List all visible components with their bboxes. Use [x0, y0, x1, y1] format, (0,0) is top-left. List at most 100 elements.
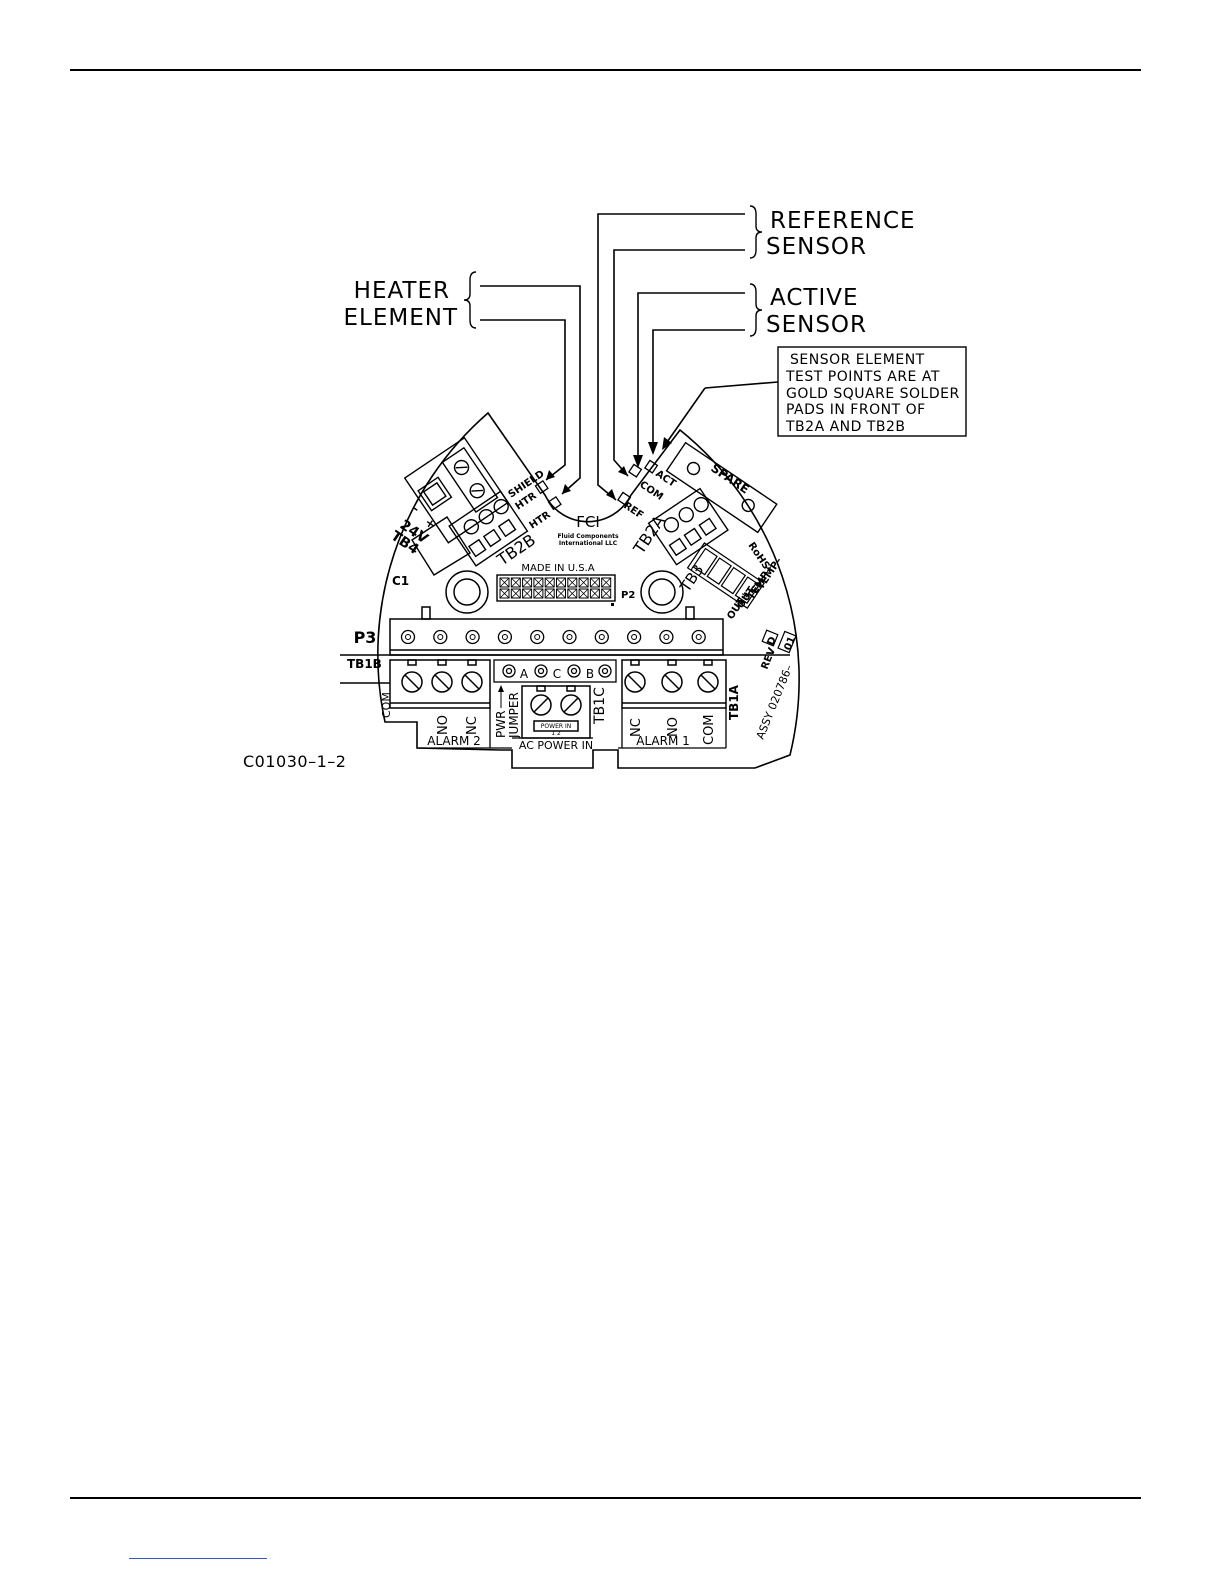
- p2-pin: [499, 588, 510, 599]
- tb1a-label: TB1A: [727, 684, 741, 720]
- reference-brace: [749, 205, 763, 259]
- p2-pin: [567, 577, 578, 588]
- alarm1-title: ALARM 1: [636, 734, 690, 748]
- jumper-letter: C: [553, 667, 561, 681]
- jumper-strip: [493, 659, 617, 683]
- power-in-nums: 1 2: [551, 730, 561, 737]
- p2-pin: [578, 577, 589, 588]
- tb3-pin-labels: TEMP–TEMP+OUT–OUT+: [725, 556, 784, 622]
- act-label: ACT: [653, 468, 677, 489]
- note-line-5: TB2A AND TB2B: [785, 419, 906, 435]
- p2-pin: [533, 588, 544, 599]
- alarm1-nc: NC: [629, 718, 644, 737]
- tb1c-label: TB1C: [592, 687, 608, 725]
- p2-header: [496, 574, 616, 602]
- reference-leader-2: [613, 249, 745, 477]
- p2-pin: [533, 577, 544, 588]
- note-line-4: PADS IN FRONT OF: [786, 402, 926, 418]
- alarm2-title: ALARM 2: [427, 734, 481, 748]
- p3-screw: [433, 629, 448, 645]
- reference-label-line2: SENSOR: [766, 234, 867, 260]
- p3-screw: [626, 629, 642, 645]
- alarm2-com: COM: [380, 692, 393, 718]
- active-label-line1: ACTIVE: [770, 285, 859, 311]
- p3-screw: [659, 629, 674, 645]
- spare-label: SPARE: [708, 461, 752, 497]
- p2-pin: [510, 588, 521, 599]
- p2-pin: [522, 577, 533, 588]
- power-in-small: POWER IN: [541, 723, 571, 730]
- p2-pin: [601, 588, 612, 599]
- p3-screw: [594, 629, 609, 645]
- active-brace: [749, 283, 763, 337]
- pwr-label: PWR: [494, 711, 508, 738]
- brand-fci: FCI: [576, 513, 600, 531]
- note-line-3: GOLD SQUARE SOLDER: [786, 386, 960, 402]
- heater-brace: [463, 271, 477, 329]
- p2-pin: [589, 588, 600, 599]
- rev-label: REV: [760, 646, 779, 671]
- tb3-pin-label: OUT+: [725, 589, 752, 622]
- p3-screw: [400, 629, 416, 645]
- brand-sub-1: Fluid Components: [557, 533, 619, 540]
- assy-suffix: 01: [783, 635, 798, 652]
- footer-link-underline[interactable]: [129, 1558, 267, 1559]
- footer-rule: [70, 1497, 1141, 1499]
- p2-pin: [544, 577, 555, 588]
- mount-hole-right: [640, 570, 684, 614]
- alarm1-com: COM: [702, 714, 717, 745]
- made-in-label: MADE IN U.S.A: [521, 563, 594, 574]
- htr-label-2: HTR: [528, 509, 553, 531]
- note-line-2: TEST POINTS ARE AT: [785, 369, 940, 385]
- ref-label: REF: [621, 500, 645, 521]
- heater-label-line2: ELEMENT: [343, 305, 458, 331]
- tb4-minus: –: [409, 501, 422, 516]
- p3-screw: [465, 629, 480, 645]
- header-rule: [70, 69, 1141, 71]
- active-leader-2: [652, 329, 745, 445]
- p2-pin: [567, 588, 578, 599]
- p3-screw: [530, 629, 545, 645]
- heater-leader-1: [480, 285, 581, 495]
- figure-id: C01030–1–2: [243, 752, 346, 771]
- tb2a-label: TB2A: [629, 512, 669, 558]
- alarm1-no: NO: [666, 717, 681, 737]
- jumper-letter: B: [586, 667, 594, 681]
- p2-pin: [499, 577, 510, 588]
- p2-pin: [556, 577, 566, 588]
- assy-label: ASSY 020786–: [754, 663, 796, 741]
- alarm2-nc: NC: [465, 716, 480, 735]
- p2-pin: [522, 588, 533, 599]
- mount-hole-left: [445, 570, 489, 614]
- note-box: [777, 346, 967, 437]
- reference-leader-1: [597, 213, 745, 501]
- p2-pin: [510, 577, 521, 588]
- active-leader-1: [637, 292, 745, 458]
- com-label: COM: [637, 479, 665, 503]
- heater-label-line1: HEATER: [354, 278, 450, 304]
- p3-screw: [691, 629, 706, 645]
- p3-label: P3: [354, 628, 377, 647]
- ac-power-in-label: AC POWER IN: [519, 739, 593, 752]
- board-outline: [377, 411, 800, 769]
- jumper-letter: A: [520, 667, 529, 681]
- heater-leader-2: [480, 319, 566, 481]
- tb1b-label: TB1B: [347, 657, 382, 671]
- p2-pin: [544, 588, 555, 599]
- p2-pin: [578, 588, 589, 599]
- p3-screws: [400, 629, 706, 645]
- note-leader: [704, 381, 779, 389]
- p2-label: P2: [621, 590, 635, 601]
- p3-screw: [497, 629, 513, 645]
- p2-pin: [601, 577, 612, 588]
- jumper-label: JUMPER: [507, 692, 521, 739]
- note-line-1: SENSOR ELEMENT: [790, 352, 925, 368]
- p2-pin: [589, 577, 600, 588]
- brand-sub-2: International LLC: [559, 540, 618, 547]
- rev-value: D: [766, 635, 779, 647]
- alarm2-no: NO: [436, 715, 451, 735]
- p2-pins: [499, 577, 614, 606]
- c1-label: C1: [392, 574, 409, 588]
